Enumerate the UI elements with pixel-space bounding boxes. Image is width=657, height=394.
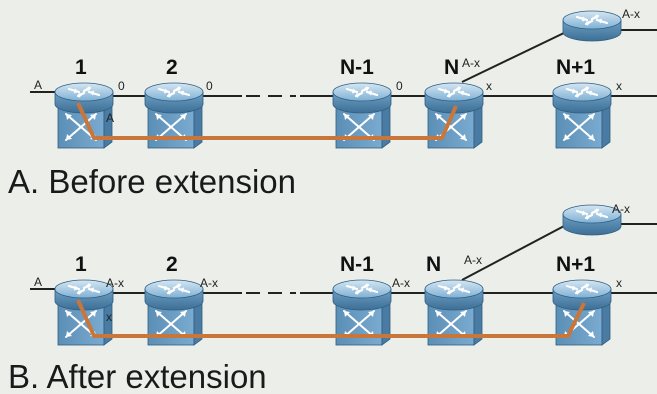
panel-a-label-n: N bbox=[444, 56, 459, 79]
panel-b-label-1: 1 bbox=[75, 253, 87, 276]
panel-a-links bbox=[30, 29, 657, 97]
panel-b-port-2-out: A-x bbox=[200, 276, 218, 290]
router-icon bbox=[553, 83, 611, 148]
panel-a-port-2-out: 0 bbox=[206, 79, 213, 93]
panel-b-links bbox=[30, 223, 657, 294]
panel-b-link-n-top bbox=[461, 224, 567, 281]
panel-a-port-top-router: A-x bbox=[622, 7, 640, 21]
panel-a-label-np1: N+1 bbox=[556, 56, 595, 79]
panel-a-signal-path bbox=[76, 102, 458, 140]
panel-a-node-np1 bbox=[553, 83, 611, 148]
panel-b-caption: B. After extension bbox=[8, 358, 267, 394]
panel-a-link-n-top bbox=[461, 31, 567, 83]
panel-b-port-n-upper: A-x bbox=[464, 253, 482, 267]
panel-a: 1 2 N-1 N N+1 A 0 A 0 0 A-x x x A-x A. B… bbox=[8, 7, 657, 200]
panel-a-port-n-out: x bbox=[486, 79, 492, 93]
panel-b-port-in-a: A bbox=[34, 275, 42, 289]
panel-a-port-n-upper: A-x bbox=[462, 56, 480, 70]
panel-b: 1 2 N-1 N N+1 A A-x x A-x A-x A-x x A-x … bbox=[8, 202, 657, 394]
panel-b-port-1-inner: x bbox=[106, 310, 112, 324]
panel-a-label-nm1: N-1 bbox=[340, 56, 374, 79]
panel-a-caption: A. Before extension bbox=[8, 163, 296, 200]
panel-b-port-1-out: A-x bbox=[106, 276, 124, 290]
router-icon bbox=[561, 9, 623, 43]
panel-a-port-1-out: 0 bbox=[118, 79, 125, 93]
panel-a-port-1-inner: A bbox=[106, 111, 114, 125]
panel-a-label-2: 2 bbox=[166, 56, 178, 79]
panel-b-port-nm1-out: A-x bbox=[392, 276, 410, 290]
panel-a-label-1: 1 bbox=[75, 56, 87, 79]
panel-a-port-nm1-out: 0 bbox=[396, 79, 403, 93]
panel-b-label-nm1: N-1 bbox=[340, 253, 374, 276]
panel-b-label-n: N bbox=[426, 253, 441, 276]
panel-b-label-np1: N+1 bbox=[556, 253, 595, 276]
panel-a-port-in-a: A bbox=[34, 78, 42, 92]
panel-b-label-2: 2 bbox=[166, 253, 178, 276]
panel-b-port-top-router: A-x bbox=[612, 202, 630, 216]
panel-a-port-np1-out: x bbox=[616, 79, 622, 93]
panel-b-port-np1-out: x bbox=[616, 276, 622, 290]
panel-a-top-router bbox=[561, 9, 623, 43]
panel-b-signal-path bbox=[76, 299, 586, 338]
